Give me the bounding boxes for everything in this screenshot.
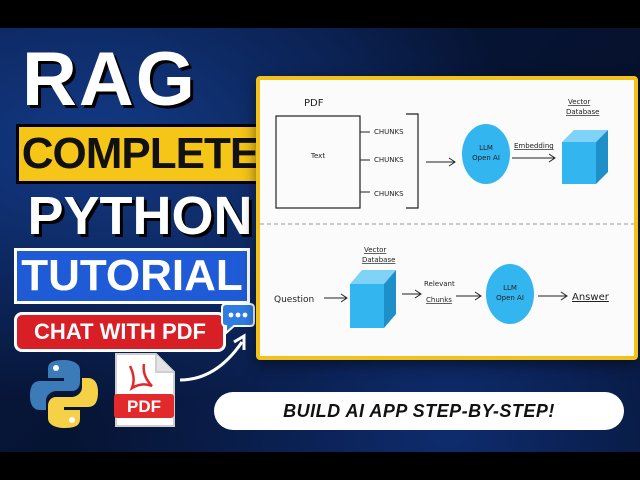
chunks-bracket bbox=[406, 113, 419, 209]
llm-node-bottom bbox=[486, 264, 534, 324]
top-letterbox bbox=[0, 0, 640, 28]
diagram-whiteboard: PDF Text CHUNKS CHUNKS CHUNKS LLM Open A… bbox=[256, 76, 638, 360]
chunk-label-2: CHUNKS bbox=[374, 156, 404, 164]
chunk-label-1: CHUNKS bbox=[374, 128, 404, 136]
question-label: Question bbox=[274, 295, 314, 305]
chat-bubble-icon bbox=[221, 303, 255, 336]
cube-icon-top bbox=[562, 130, 608, 184]
bottom-letterbox bbox=[0, 452, 640, 480]
title-rag: RAG bbox=[22, 37, 197, 122]
answer-label: Answer bbox=[572, 292, 610, 303]
relevant-label: Relevant bbox=[424, 280, 455, 288]
rag-diagram: PDF Text CHUNKS CHUNKS CHUNKS LLM Open A… bbox=[260, 98, 634, 328]
vector-db-top-sub-label: Database bbox=[566, 108, 599, 116]
vector-db-bottom-label: Vector bbox=[364, 246, 386, 254]
llm-top-label: LLM bbox=[479, 144, 493, 152]
cube-icon-bottom bbox=[350, 270, 396, 328]
relevant-chunks-label: Chunks bbox=[426, 296, 452, 304]
pdf-label: PDF bbox=[304, 98, 324, 109]
document-text-label: Text bbox=[310, 152, 325, 160]
vector-db-bottom-sub-label: Database bbox=[362, 256, 395, 264]
python-logo-icon bbox=[30, 360, 98, 428]
llm-node-top bbox=[462, 124, 510, 184]
embedding-label: Embedding bbox=[514, 142, 554, 150]
pdf-icon-label: PDF bbox=[127, 397, 161, 416]
title-chat-with-pdf: CHAT WITH PDF bbox=[14, 312, 226, 352]
build-ai-app-banner: BUILD AI APP STEP-BY-STEP! bbox=[214, 392, 624, 430]
pdf-document-box bbox=[275, 115, 361, 209]
title-complete: COMPLETE bbox=[16, 124, 264, 184]
chunk-label-3: CHUNKS bbox=[374, 190, 404, 198]
vector-db-top-label: Vector bbox=[568, 98, 590, 106]
title-python: PYTHON bbox=[27, 186, 253, 246]
title-tutorial: TUTORIAL bbox=[14, 248, 250, 304]
llm-bottom-sub-label: Open AI bbox=[496, 294, 524, 302]
llm-bottom-label: LLM bbox=[503, 284, 517, 292]
curved-arrow-icon bbox=[179, 333, 246, 382]
llm-top-sub-label: Open AI bbox=[472, 154, 500, 162]
